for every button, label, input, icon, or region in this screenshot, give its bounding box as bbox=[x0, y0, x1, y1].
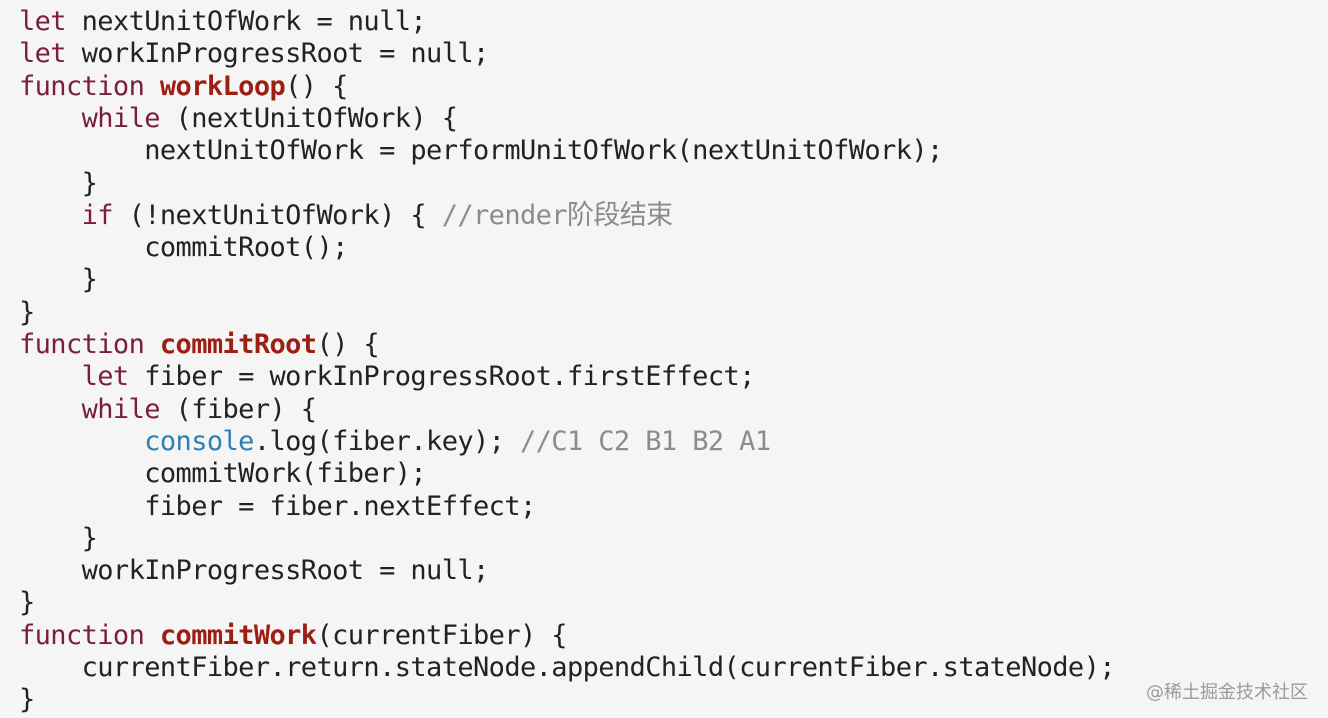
function-name-token: commitWork bbox=[159, 619, 317, 651]
code-line: } bbox=[19, 587, 35, 619]
code-line: } bbox=[19, 167, 98, 200]
code-token bbox=[144, 329, 160, 360]
code-token bbox=[19, 426, 144, 457]
code-token: commitWork(fiber); bbox=[19, 458, 427, 490]
code-token: () { bbox=[285, 70, 348, 102]
comment-token: //render阶段结束 bbox=[441, 199, 673, 231]
code-line: function commitWork(currentFiber) { bbox=[19, 619, 568, 652]
code-line: workInProgressRoot = null; bbox=[19, 555, 490, 587]
code-line: currentFiber.return.stateNode.appendChil… bbox=[19, 652, 1116, 684]
code-line: let fiber = workInProgressRoot.firstEffe… bbox=[19, 361, 756, 393]
keyword-token: function bbox=[19, 619, 145, 651]
code-line: } bbox=[19, 297, 35, 329]
code-line: } bbox=[19, 522, 98, 555]
keyword-token: let bbox=[19, 6, 67, 37]
code-token bbox=[19, 200, 82, 231]
code-line: commitRoot(); bbox=[19, 232, 348, 264]
code-line: commitWork(fiber); bbox=[19, 458, 426, 490]
code-line: if (!nextUnitOfWork) { //render阶段结束 bbox=[19, 199, 674, 232]
code-token: fiber = workInProgressRoot.firstEffect; bbox=[128, 361, 755, 393]
code-token: fiber = fiber.nextEffect; bbox=[19, 490, 536, 522]
code-token: (fiber) { bbox=[159, 393, 318, 425]
keyword-token: if bbox=[81, 199, 114, 231]
comment-token: //C1 C2 B1 B2 A1 bbox=[520, 425, 771, 457]
code-token: } bbox=[19, 684, 35, 716]
keyword-token: while bbox=[81, 393, 161, 425]
code-token: currentFiber.return.stateNode.appendChil… bbox=[19, 652, 1116, 683]
keyword-token: while bbox=[81, 102, 161, 134]
builtin-token: console bbox=[144, 425, 254, 457]
code-line: let workInProgressRoot = null; bbox=[19, 38, 489, 70]
code-token: nextUnitOfWork = null; bbox=[65, 6, 427, 37]
function-name-token: commitRoot bbox=[159, 329, 317, 360]
code-token: (nextUnitOfWork) { bbox=[159, 102, 458, 134]
code-line: function commitRoot() { bbox=[19, 329, 380, 361]
code-line: while (fiber) { bbox=[19, 393, 318, 426]
code-line: } bbox=[19, 264, 98, 296]
code-line: } bbox=[19, 684, 35, 716]
code-token: workInProgressRoot = null; bbox=[19, 555, 490, 587]
code-token: } bbox=[19, 296, 35, 328]
code-line: while (nextUnitOfWork) { bbox=[19, 102, 458, 135]
code-token: .log(fiber.key); bbox=[253, 425, 520, 457]
code-line: nextUnitOfWork = performUnitOfWork(nextU… bbox=[19, 135, 943, 167]
code-line: function workLoop() { bbox=[19, 71, 348, 103]
keyword-token: function bbox=[19, 70, 145, 102]
code-token: (currentFiber) { bbox=[316, 619, 567, 651]
code-token: } bbox=[19, 587, 35, 619]
code-token: } bbox=[19, 167, 98, 199]
code-line: console.log(fiber.key); //C1 C2 B1 B2 A1 bbox=[19, 426, 771, 458]
code-line: let nextUnitOfWork = null; bbox=[19, 6, 427, 38]
code-token: workInProgressRoot = null; bbox=[65, 38, 490, 70]
code-token: } bbox=[19, 522, 98, 554]
keyword-token: function bbox=[19, 329, 145, 360]
code-token: (!nextUnitOfWork) { bbox=[112, 199, 442, 231]
code-token bbox=[19, 394, 82, 425]
code-token: commitRoot(); bbox=[19, 232, 348, 264]
code-token bbox=[19, 361, 82, 392]
code-token: } bbox=[19, 264, 98, 296]
code-token: () { bbox=[316, 329, 380, 360]
function-name-token: workLoop bbox=[159, 70, 286, 102]
code-token bbox=[19, 103, 82, 134]
code-token bbox=[144, 71, 160, 102]
keyword-token: let bbox=[19, 38, 67, 70]
code-token bbox=[144, 620, 160, 651]
code-token: nextUnitOfWork = performUnitOfWork(nextU… bbox=[19, 135, 943, 167]
keyword-token: let bbox=[81, 361, 130, 393]
code-line: fiber = fiber.nextEffect; bbox=[19, 491, 536, 523]
watermark: @稀土掘金技术社区 bbox=[1146, 682, 1308, 703]
